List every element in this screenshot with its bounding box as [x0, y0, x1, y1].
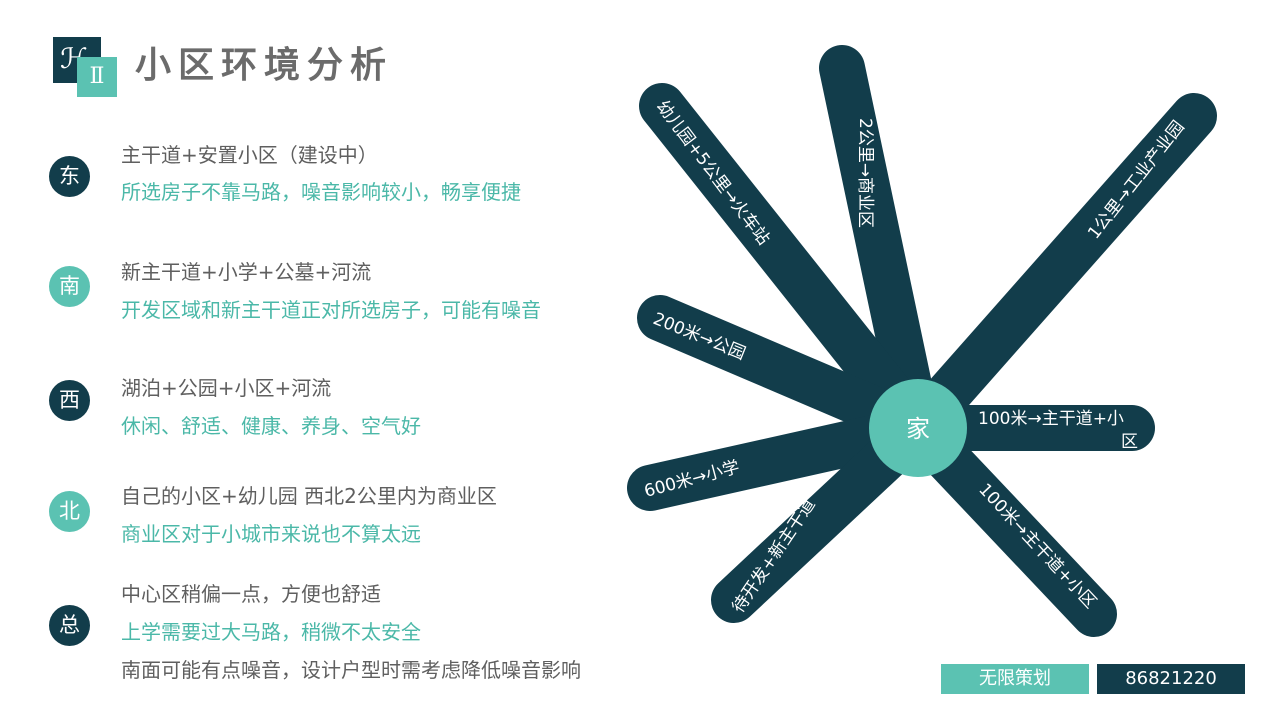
- summary-line-2: 上学需要过大马路，稍微不太安全: [121, 620, 421, 644]
- badge-west: 西: [49, 380, 90, 421]
- west-comment: 休闲、舒适、健康、养身、空气好: [121, 414, 421, 438]
- badge-north: 北: [49, 491, 90, 532]
- spoke-label-commercial: 2公里→商业区: [855, 118, 875, 228]
- home-node: [869, 379, 967, 477]
- section-logo: ℋ Ⅱ: [53, 37, 117, 97]
- page-title: 小区环境分析: [135, 45, 394, 86]
- spoke-label-station: 幼儿园+5公里→火车站: [652, 97, 773, 249]
- north-description: 自己的小区+幼儿园 西北2公里内为商业区: [121, 484, 497, 508]
- south-description: 新主干道+小学+公墓+河流: [121, 260, 372, 284]
- spoke-industrial-1km: 1公里→工业产业园: [895, 93, 1217, 451]
- west-description: 湖泊+公园+小区+河流: [121, 376, 332, 400]
- summary-line-1: 中心区稍偏一点，方便也舒适: [121, 582, 381, 606]
- footer-phone: 86821220: [1097, 664, 1245, 694]
- badge-south: 南: [49, 266, 90, 307]
- spoke-label-road-southeast: 100米→主干道+小区: [974, 480, 1100, 613]
- badge-summary: 总: [49, 605, 90, 646]
- east-comment: 所选房子不靠马路，噪音影响较小，畅享便捷: [121, 180, 521, 204]
- spoke-commercial-2km: 2公里→商业区: [819, 45, 941, 451]
- home-label: 家: [906, 415, 930, 443]
- spoke-label-road-east-1: 100米→主干道+小: [978, 409, 1124, 429]
- spoke-label-road-east-2: 区: [1121, 432, 1138, 452]
- badge-east: 东: [49, 156, 90, 197]
- section-numeral: Ⅱ: [77, 57, 117, 97]
- footer-brand: 无限策划: [941, 664, 1089, 694]
- east-description: 主干道+安置小区（建设中）: [121, 143, 378, 167]
- spoke-label-industrial: 1公里→工业产业园: [1084, 117, 1188, 243]
- summary-line-3: 南面可能有点噪音，设计户型时需考虑降低噪音影响: [121, 658, 581, 682]
- south-comment: 开发区域和新主干道正对所选房子，可能有噪音: [121, 298, 541, 322]
- north-comment: 商业区对于小城市来说也不算太远: [121, 522, 421, 546]
